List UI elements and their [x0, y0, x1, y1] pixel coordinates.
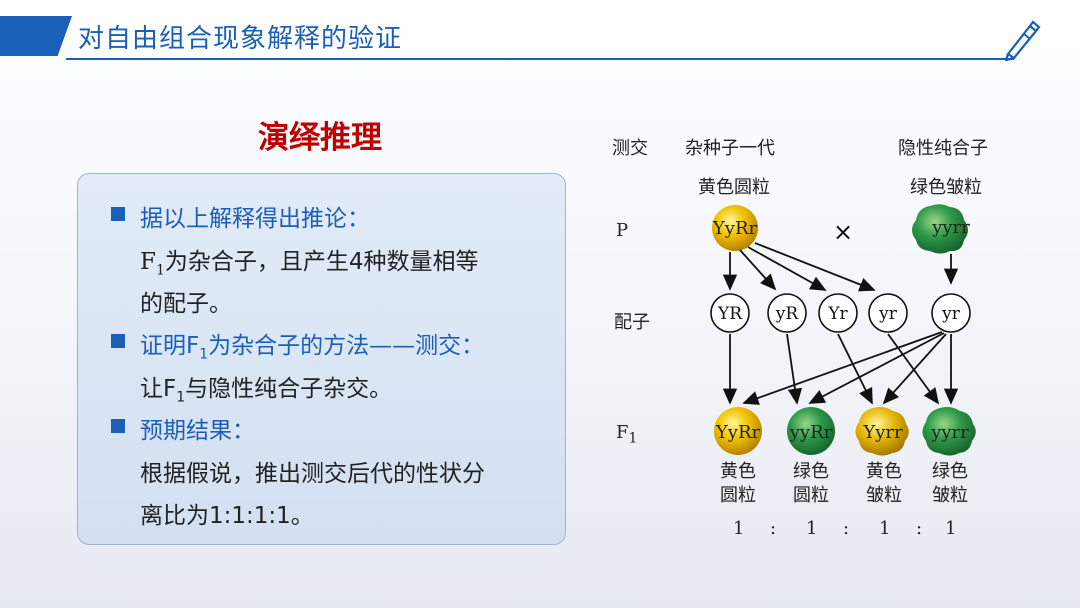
ratio-value: 1 — [806, 518, 818, 539]
svg-text:Yyrr: Yyrr — [862, 422, 903, 443]
header-underline — [66, 58, 1014, 60]
svg-text:Yr: Yr — [827, 304, 848, 324]
section-heading: 演绎推理 — [258, 120, 382, 156]
svg-text:YyRr: YyRr — [712, 218, 758, 239]
testcross-diagram: 测交 杂种子一代 黄色圆粒 隐性纯合子 绿色皱粒 P 配子 F1 YyRr — [590, 120, 1070, 560]
diagram-graphics: YyRr × yyrr YR yR Yr yr yr — [710, 204, 976, 456]
svg-text:yR: yR — [775, 304, 800, 324]
offspring-seed-1: YyRr — [714, 407, 762, 455]
item-2-body: 让F1与隐性纯合子杂交。 — [140, 376, 393, 406]
svg-text:YyRr: YyRr — [715, 422, 761, 443]
ratio-value: 1 — [733, 518, 745, 539]
parent2-phenotype: 绿色皱粒 — [910, 177, 982, 198]
gamete-circle: YR — [710, 293, 750, 333]
item-3-body-line1: 根据假说，推出测交后代的性状分 — [140, 461, 485, 487]
page-title: 对自由组合现象解释的验证 — [78, 24, 403, 54]
parent2-seed: yyrr — [912, 204, 970, 254]
testcross-label: 测交 — [612, 138, 648, 159]
row-label-p: P — [616, 220, 629, 241]
bullet-square-icon — [111, 207, 125, 221]
bullet-square-icon — [111, 419, 125, 433]
item-1-body-line1: F1为杂合子，且产生4种数量相等 — [140, 249, 479, 279]
offspring-phenotype-4: 绿色皱粒 — [932, 461, 968, 506]
offspring-seed-4: yyrr — [922, 407, 976, 456]
item-2-title: 证明F1为杂合子的方法——测交： — [140, 333, 485, 363]
row-label-gamete: 配子 — [614, 312, 650, 333]
ratio-separator: : — [843, 518, 850, 539]
ratio-separator: : — [770, 518, 777, 539]
ratio-separator: : — [916, 518, 923, 539]
item-3-body-line2: 离比为1:1:1:1。 — [140, 503, 314, 529]
gamete-circle: yR — [767, 293, 807, 333]
gamete-circle: Yr — [818, 293, 858, 333]
offspring-phenotype-1: 黄色圆粒 — [720, 461, 756, 506]
row-label-f1: F1 — [616, 422, 638, 447]
gamete-circle: yr — [931, 293, 971, 333]
ratio-value: 1 — [879, 518, 891, 539]
parent1-phenotype: 黄色圆粒 — [698, 177, 770, 198]
item-3-title: 预期结果： — [140, 418, 255, 444]
parent2-title: 隐性纯合子 — [898, 138, 988, 159]
item-1-title: 据以上解释得出推论： — [140, 206, 370, 232]
svg-text:yr: yr — [941, 304, 961, 324]
ratio-value: 1 — [945, 518, 957, 539]
cross-sign: × — [833, 218, 853, 246]
offspring-phenotype-3: 黄色皱粒 — [866, 461, 902, 506]
offspring-seed-2: yyRr — [787, 407, 835, 455]
parent1-title: 杂种子一代 — [685, 138, 775, 159]
offspring-phenotype-2: 绿色圆粒 — [793, 461, 829, 506]
gamete-arrows — [722, 242, 959, 292]
svg-text:yyrr: yyrr — [931, 217, 970, 238]
header-accent-tab — [0, 16, 72, 56]
svg-text:yyrr: yyrr — [930, 422, 969, 443]
svg-text:YR: YR — [717, 304, 743, 324]
bullet-square-icon — [111, 334, 125, 348]
svg-text:yyRr: yyRr — [789, 422, 833, 443]
reasoning-panel: 据以上解释得出推论： F1为杂合子，且产生4种数量相等 的配子。 证明F1为杂合… — [77, 173, 566, 545]
offspring-seed-3: Yyrr — [855, 407, 909, 456]
parent1-seed: YyRr — [712, 205, 758, 251]
gamete-circle: yr — [868, 293, 908, 333]
pen-icon — [1004, 20, 1041, 62]
svg-text:yr: yr — [878, 304, 898, 324]
item-1-body-line2: 的配子。 — [140, 291, 232, 317]
fertilization-arrows — [722, 331, 959, 405]
